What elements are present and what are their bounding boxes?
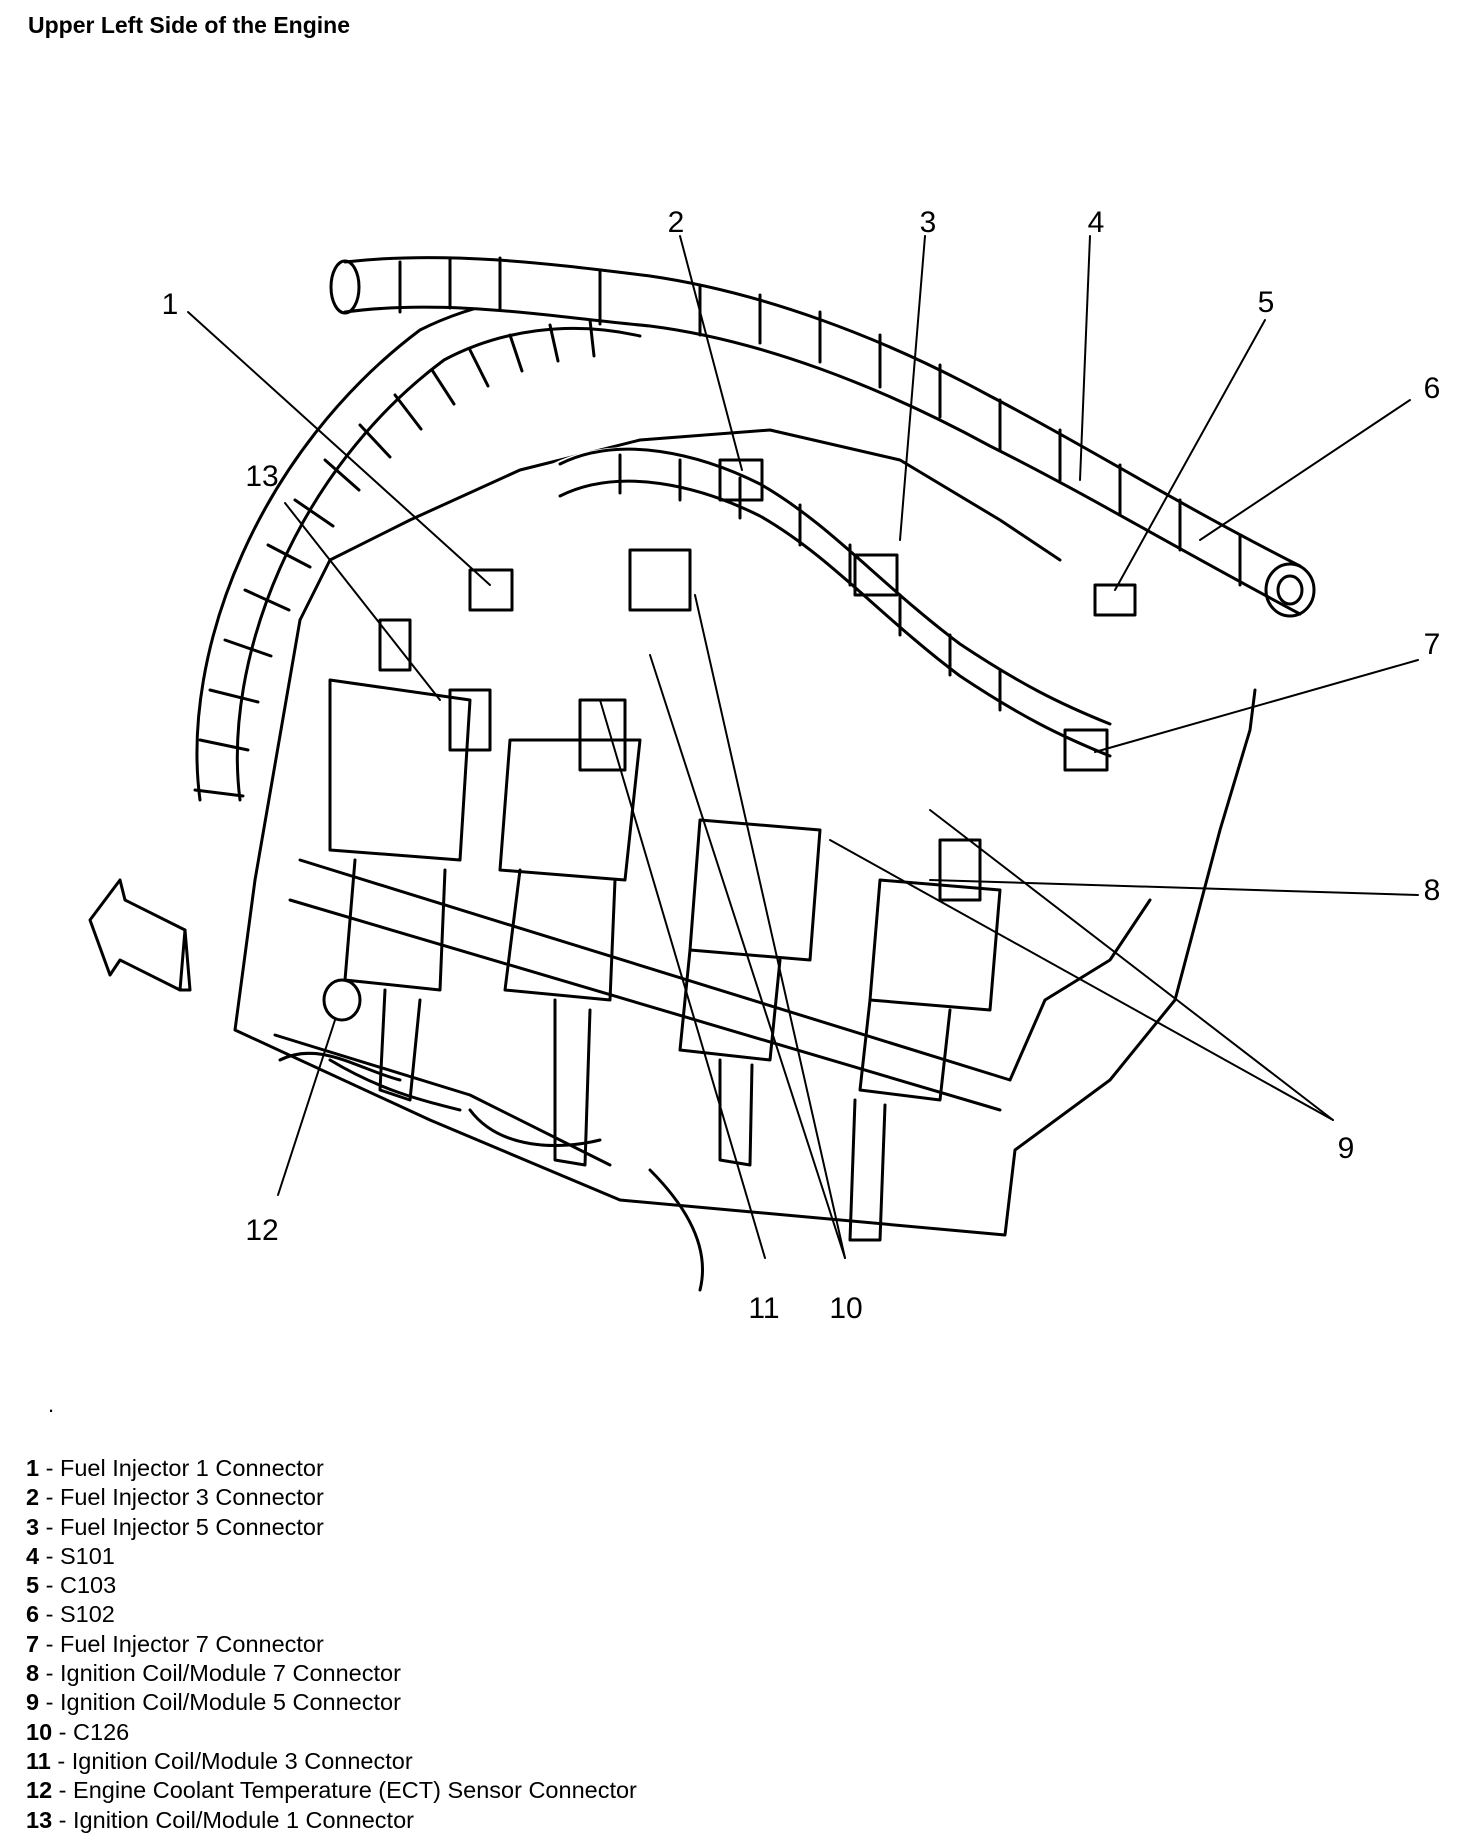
legend-text: Ignition Coil/Module 1 Connector [73,1806,414,1833]
callout-13: 13 [245,460,278,493]
legend-item: 2 - Fuel Injector 3 Connector [26,1483,637,1512]
legend-separator: - [52,1718,74,1745]
legend-number: 4 [26,1542,40,1569]
callout-9: 9 [1338,1132,1355,1165]
leader-lines [187,235,1419,1259]
ect-sensor [278,978,402,1082]
forward-arrow-icon [88,878,192,992]
callout-labels: 1 2 3 4 5 6 7 8 9 10 11 12 13 [162,206,1441,1325]
callout-4: 4 [1088,206,1105,239]
callout-2: 2 [668,206,685,239]
fuel-injector-3-connector [718,458,764,502]
callout-1: 1 [162,288,179,321]
legend-separator: - [39,1630,60,1657]
legend-separator: - [50,1747,72,1774]
legend-number: 12 [26,1777,53,1804]
legend-item: 9 - Ignition Coil/Module 5 Connector [26,1688,637,1717]
callout-3: 3 [920,206,937,239]
legend-item: 12 - Engine Coolant Temperature (ECT) Se… [26,1776,637,1805]
legend-text: Fuel Injector 3 Connector [59,1484,324,1511]
legend-text: Ignition Coil/Module 3 Connector [71,1747,413,1774]
ignition-coil-1 [328,618,492,1102]
callout-12: 12 [245,1214,278,1247]
legend-number: 7 [26,1630,40,1657]
legend-number: 8 [26,1660,40,1687]
legend-separator: - [39,1660,60,1687]
ignition-coil-7 [848,838,1002,1242]
spark-plug-wires [328,1058,705,1292]
c103-connector [1093,583,1137,617]
callout-10: 10 [829,1292,862,1325]
legend-separator: - [39,1484,60,1511]
callout-11: 11 [748,1292,779,1325]
legend-item: 11 - Ignition Coil/Module 3 Connector [26,1747,637,1776]
fuel-injector-5-connector [853,553,899,597]
legend-item: 4 - S101 [26,1542,637,1571]
stray-mark: . [48,1392,55,1417]
ignition-coil-3 [498,698,642,1167]
legend-text: C103 [59,1572,117,1599]
legend-number: 6 [26,1601,40,1628]
c126-connector [628,548,692,612]
legend-item: 6 - S102 [26,1600,637,1629]
legend-text: Ignition Coil/Module 7 Connector [59,1660,401,1687]
legend-text: S102 [59,1601,115,1628]
legend-number: 5 [26,1572,40,1599]
callout-8: 8 [1424,874,1441,907]
ignition-coil-5 [678,818,822,1167]
callout-5: 5 [1258,286,1275,319]
legend-item: 3 - Fuel Injector 5 Connector [26,1513,637,1542]
legend-number: 3 [26,1513,40,1540]
fuel-injector-7-connector [1063,728,1109,772]
legend-text: C126 [73,1718,130,1745]
legend-number: 1 [26,1455,40,1481]
engine-block-outline [233,428,1257,1237]
legend-separator: - [39,1513,60,1540]
legend-text: Fuel Injector 1 Connector [59,1455,324,1481]
legend-number: 11 [26,1747,51,1774]
legend-separator: - [39,1572,60,1599]
connector-shapes [468,458,1137,772]
legend-text: S101 [59,1542,115,1569]
legend-item: 10 - C126 [26,1718,637,1747]
callout-6: 6 [1424,372,1441,405]
legend-number: 9 [26,1689,40,1716]
legend-text: Ignition Coil/Module 5 Connector [59,1689,401,1716]
legend-text: Fuel Injector 5 Connector [59,1513,324,1540]
legend-item: 8 - Ignition Coil/Module 7 Connector [26,1659,637,1688]
legend-text: Engine Coolant Temperature (ECT) Sensor … [73,1777,637,1804]
legend-item: 13 - Ignition Coil/Module 1 Connector [26,1806,637,1835]
wiring-harness-top [318,252,1327,618]
callout-7: 7 [1424,628,1441,661]
legend-separator: - [39,1689,60,1716]
legend-item: 7 - Fuel Injector 7 Connector [26,1630,637,1659]
legend-item: 5 - C103 [26,1571,637,1600]
legend-item: 1 - Fuel Injector 1 Connector [26,1454,637,1483]
legend-separator: - [39,1542,60,1569]
wiring-harness-center [542,447,1128,758]
legend-separator: - [39,1601,60,1628]
legend-separator: - [39,1455,60,1481]
legend-number: 10 [26,1718,53,1745]
page-title: Upper Left Side of the Engine [28,12,351,38]
legend-separator: - [52,1806,74,1833]
legend-number: 2 [26,1484,40,1511]
legend-separator: - [52,1777,74,1804]
fuel-injector-1-connector [468,568,514,612]
legend-number: 13 [26,1806,53,1833]
legend-text: Fuel Injector 7 Connector [59,1630,324,1657]
